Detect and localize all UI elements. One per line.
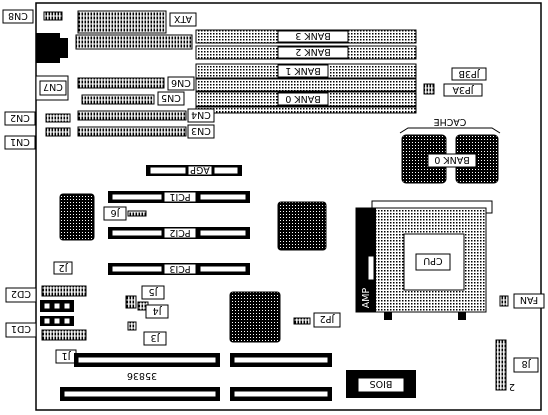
bank2-label: BANK 2 xyxy=(295,46,330,57)
cache-label: CACHE xyxy=(434,116,467,127)
pci3-label: PCI3 xyxy=(169,263,190,274)
j1-label: J1 xyxy=(62,350,72,361)
jp3a-label: JP3A xyxy=(452,84,475,95)
jp2-label: JP2 xyxy=(320,313,336,324)
board-model-label: 35836 xyxy=(127,370,157,381)
cn1-connector: CN1 xyxy=(4,127,71,150)
cn3-connector: CN3 xyxy=(77,124,215,139)
pci1-slot: PCI1 xyxy=(108,191,250,203)
j6-jumper: J6 xyxy=(103,206,147,221)
bank3-label: BANK 3 xyxy=(295,30,330,41)
bios-label: BIOS xyxy=(370,378,393,389)
j4-jumper: J4 xyxy=(137,301,169,319)
cn6-label: CN6 xyxy=(171,77,191,88)
agp-slot: AGP xyxy=(146,164,242,176)
cd2-label: CD2 xyxy=(11,288,31,299)
fan-connector: FAN xyxy=(499,293,545,309)
atx-power-connector: ATX xyxy=(77,10,197,34)
amp-label: AMP xyxy=(361,288,372,309)
j8-header: J8 2 xyxy=(495,339,539,392)
cn7-connector: CN7 xyxy=(35,75,69,101)
pci2-slot: PCI2 xyxy=(108,227,250,239)
cache-bank-0: BANK 0 xyxy=(427,153,477,168)
cd2-connector: CD2 xyxy=(5,287,74,312)
jp3a-jumper: JP3A xyxy=(443,83,483,97)
j4-label: J4 xyxy=(153,305,163,316)
j6-label: J6 xyxy=(111,207,121,218)
j2-header: J2 xyxy=(41,261,87,297)
cn1-label: CN1 xyxy=(10,136,30,147)
cn6-connector: CN6 xyxy=(77,76,195,91)
pci1-label: PCI1 xyxy=(169,191,190,202)
dimm-bank-1: BANK 1 xyxy=(195,63,417,79)
cd1-label: CD1 xyxy=(11,323,31,334)
dimm-bank-0: BANK 0 xyxy=(195,91,417,107)
cn7-label: CN7 xyxy=(43,81,63,92)
cn2-connector: CN2 xyxy=(4,111,71,126)
jp3b-jumper: JP3B xyxy=(451,67,487,81)
j2-label: J2 xyxy=(59,262,69,273)
agp-label: AGP xyxy=(190,164,210,175)
j8-pin-label: 2 xyxy=(509,381,515,392)
pci2-label: PCI2 xyxy=(169,227,190,238)
j8-label: J8 xyxy=(522,358,532,369)
cn8-label: CN8 xyxy=(8,10,28,21)
j5-jumper: J5 xyxy=(125,285,165,309)
cn3-label: CN3 xyxy=(191,125,211,136)
bios-chip: BIOS xyxy=(346,370,416,398)
jp3b-label: JP3B xyxy=(458,68,480,79)
dimm-bank-2: BANK 2 xyxy=(195,45,417,60)
j3-jumper: J3 xyxy=(127,321,167,346)
cn4-label: CN4 xyxy=(191,109,211,120)
jp2-jumper: JP2 xyxy=(293,312,341,328)
cn5-label: CN5 xyxy=(161,92,181,103)
atx-label: ATX xyxy=(173,13,192,24)
pci3-slot: PCI3 xyxy=(108,263,250,275)
cache-bank0-label: BANK 0 xyxy=(434,154,469,165)
cpu-label: CPU xyxy=(423,255,442,266)
fan-label: FAN xyxy=(520,294,538,305)
cn5-connector: CN5 xyxy=(81,91,185,106)
j1-header: J1 xyxy=(41,329,87,364)
cn2-label: CN2 xyxy=(10,112,30,123)
cn8-connector: CN8 xyxy=(2,9,63,24)
cpu-socket: CPU AMP xyxy=(355,207,487,313)
j5-label: J5 xyxy=(149,286,159,297)
cd1-connector: CD1 xyxy=(5,316,74,338)
dimm-bank-3: BANK 3 xyxy=(195,29,417,44)
bank0-label: BANK 0 xyxy=(285,93,320,104)
cn4-connector: CN4 xyxy=(77,108,215,123)
bank1-label: BANK 1 xyxy=(285,65,320,76)
j3-label: J3 xyxy=(151,332,161,343)
